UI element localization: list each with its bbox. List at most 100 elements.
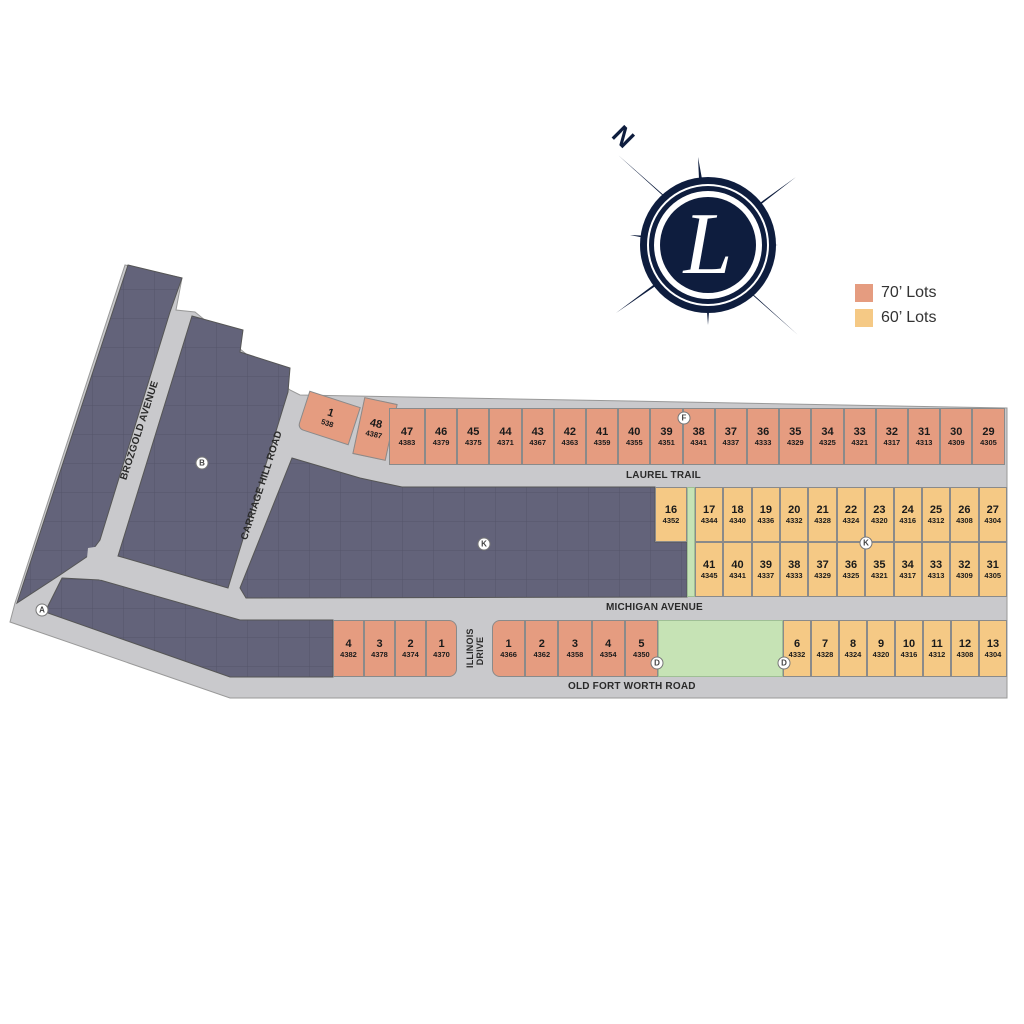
marker-a[interactable]: A (35, 603, 49, 617)
lot-address: 4387 (364, 428, 383, 441)
legend-swatch-70 (855, 284, 873, 302)
lot-address: 4351 (658, 437, 675, 447)
lot-number: 37 (816, 558, 829, 571)
legend-swatch-60 (855, 309, 873, 327)
lot-number: 32 (885, 425, 899, 438)
lot-number: 42 (563, 425, 577, 438)
lot-address: 4304 (984, 515, 1002, 525)
lot-number: 41 (595, 425, 609, 438)
lot-number: 33 (929, 558, 943, 571)
lot-address: 4345 (700, 570, 718, 580)
lot-number: 11 (931, 637, 943, 650)
lot-number: 12 (958, 637, 972, 650)
logo-letter: L (682, 196, 733, 293)
marker-d-west[interactable]: D (650, 656, 664, 670)
lot-address: 4313 (927, 570, 945, 580)
lot-address: 4358 (566, 649, 584, 659)
lot-address: 4324 (842, 515, 860, 525)
lot-address: 4382 (340, 649, 357, 659)
lot-number: 31 (917, 425, 931, 438)
marker-d-east[interactable]: D (777, 656, 791, 670)
lot-address: 4305 (984, 570, 1002, 580)
lot-address: 4344 (700, 515, 718, 525)
marker-f[interactable]: F (677, 411, 691, 425)
lot-number: 38 (788, 558, 801, 571)
lot-number: 4 (605, 637, 612, 650)
marker-b[interactable]: B (195, 456, 209, 470)
lot-address: 4317 (899, 570, 917, 580)
legend-item-60: 60’ Lots (855, 309, 936, 327)
lot-number: 34 (901, 558, 914, 571)
lot-number: 3 (376, 637, 383, 650)
lot-address: 4325 (842, 570, 860, 580)
lot-number: 41 (703, 558, 716, 571)
lot-number: 2 (538, 637, 545, 650)
north-label: N (606, 119, 640, 153)
cul-de-sac (86, 545, 120, 580)
lot-number: 2 (407, 637, 414, 650)
road-label-old-fort-worth: OLD FORT WORTH ROAD (568, 681, 696, 692)
marker-k[interactable]: K (477, 537, 491, 551)
marker-k-east[interactable]: K (859, 536, 873, 550)
lot-address: 4341 (690, 437, 708, 447)
lot-address: 4359 (593, 437, 611, 447)
lot-address: 4337 (722, 437, 740, 447)
